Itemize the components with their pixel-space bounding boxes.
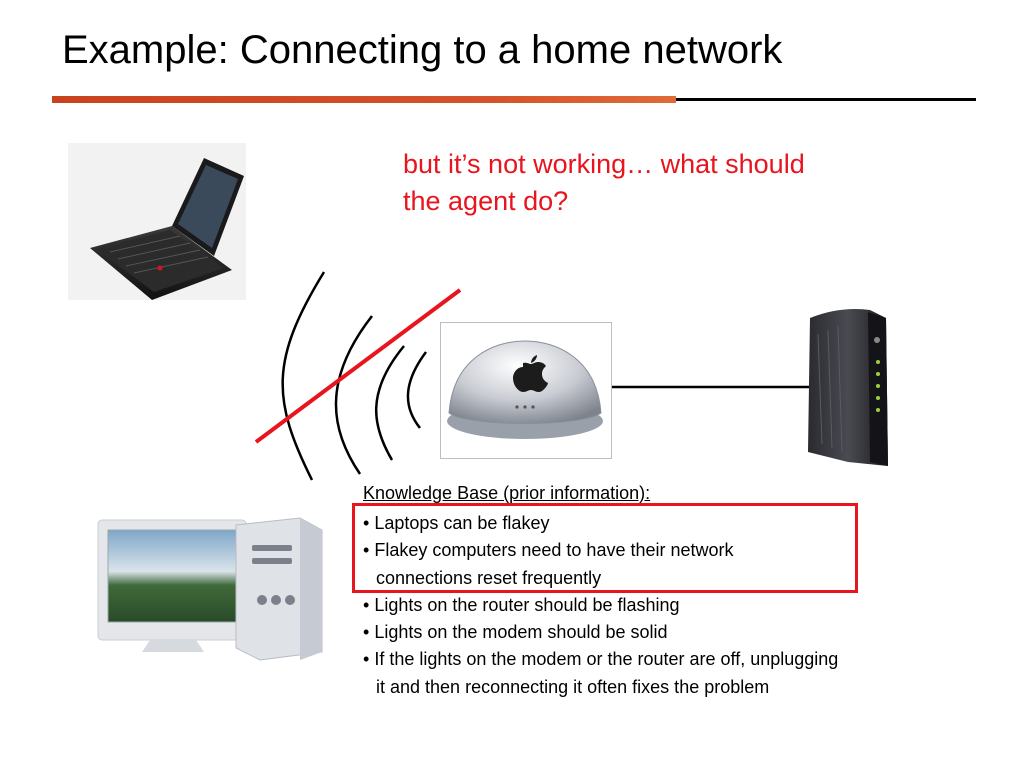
question-line-2: the agent do?	[403, 186, 569, 216]
bullet: •	[363, 540, 370, 561]
list-item: • If the lights on the modem or the rout…	[363, 646, 838, 701]
bullet: •	[363, 622, 370, 643]
list-item-continuation: it and then reconnecting it often fixes …	[376, 676, 770, 697]
list-item: • Flakey computers need to have their ne…	[363, 537, 838, 592]
list-item-text: Laptops can be flakey	[374, 513, 550, 533]
desktop-computer-icon	[97, 517, 323, 661]
laptop-icon	[68, 143, 246, 300]
airport-router-icon	[447, 340, 603, 439]
cable-modem-icon	[808, 309, 888, 466]
bullet: •	[363, 594, 370, 615]
question-line-1: but it’s not working… what should	[403, 149, 805, 179]
knowledge-base-heading-text: Knowledge Base (prior information):	[363, 483, 651, 503]
list-item-text: Lights on the modem should be solid	[374, 622, 668, 643]
router-image-frame	[440, 322, 612, 459]
list-item: • Lights on the modem should be solid	[363, 619, 838, 646]
knowledge-base-heading: Knowledge Base (prior information):	[363, 483, 650, 504]
list-item-continuation: connections reset frequently	[376, 567, 602, 588]
wifi-waves-icon	[281, 271, 428, 481]
list-item: • Laptops can be flakey	[363, 510, 838, 537]
title-rule-black	[676, 98, 976, 101]
slide-title: Example: Connecting to a home network	[62, 28, 783, 72]
bullet: •	[363, 513, 370, 533]
list-item-text: Flakey computers need to have their netw…	[374, 540, 734, 561]
list-item-text: If the lights on the modem or the router…	[374, 649, 839, 670]
question-text: but it’s not working… what should the ag…	[403, 146, 943, 220]
list-item: • Lights on the router should be flashin…	[363, 592, 838, 619]
list-item-text: Lights on the router should be flashing	[374, 594, 680, 615]
knowledge-base-list: • Laptops can be flakey • Flakey compute…	[363, 510, 838, 701]
highlight-box	[352, 503, 858, 593]
broken-connection-slash	[254, 288, 462, 444]
title-rule-orange	[52, 96, 676, 103]
bullet: •	[363, 649, 370, 670]
